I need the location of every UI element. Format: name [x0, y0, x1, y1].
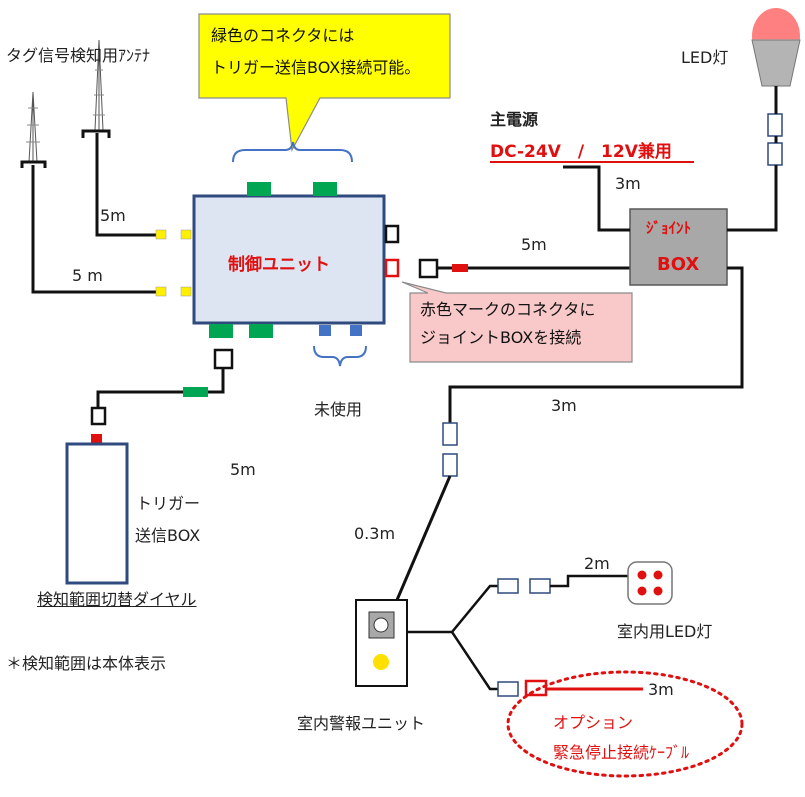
- trigger-box-line2: 送信BOX: [135, 526, 201, 545]
- green-connector: [247, 182, 271, 196]
- length-indoor-led: 2m: [584, 554, 610, 573]
- red-marker: [452, 264, 468, 272]
- joint-box: [629, 208, 728, 286]
- side-connector: [384, 224, 400, 244]
- length-trigger: 5m: [230, 460, 256, 479]
- trigger-plug-bottom: [90, 406, 107, 426]
- connector-white: [497, 681, 519, 697]
- callout-green-connector: [198, 13, 451, 152]
- callout-red-line2: ジョイントBOXを接続: [420, 328, 582, 347]
- cable-indoor-led: [550, 574, 628, 588]
- length-power: 3m: [615, 174, 641, 193]
- callout-red-line1: 赤色マークのコネクタに: [420, 300, 596, 319]
- length-antenna2: 5 m: [72, 266, 103, 285]
- yellow-connector: [155, 286, 167, 297]
- antenna-right: [81, 39, 111, 138]
- bracket-unused: [313, 345, 367, 367]
- trigger-box-line1: トリガー: [136, 494, 201, 513]
- yellow-connector: [155, 229, 167, 240]
- joint-box-line1: ｼﾞｮｲﾝﾄ: [646, 219, 692, 237]
- yellow-connector: [180, 229, 192, 240]
- option-line1: オプション: [553, 713, 634, 732]
- trigger-plug: [213, 348, 234, 370]
- option-line2: 緊急停止接続ｹｰﾌﾞﾙ: [553, 743, 690, 762]
- bracket-top: [232, 141, 353, 163]
- dial-label: 検知範囲切替ダイヤル: [37, 590, 197, 609]
- yellow-connector: [180, 286, 192, 297]
- cable-antenna-right: [95, 133, 158, 237]
- connector-white: [767, 142, 783, 166]
- cable-power: [563, 165, 630, 232]
- connector-white: [497, 578, 519, 594]
- cable-joint-alarm: [448, 266, 744, 423]
- option-connector: [524, 679, 548, 697]
- length-joint-control: 5m: [521, 235, 547, 254]
- led-light-icon: [751, 8, 801, 87]
- antenna-label: タグ信号検知用ｱﾝﾃﾅ: [6, 46, 151, 65]
- cable-alarm-split: [407, 584, 498, 691]
- option-outline: [506, 670, 744, 778]
- antenna-left: [20, 91, 47, 168]
- length-antenna1: 5m: [100, 206, 126, 225]
- length-option: 3m: [648, 680, 674, 699]
- control-unit-label: 制御ユニット: [228, 255, 330, 275]
- indoor-led-label: 室内用LED灯: [617, 622, 713, 641]
- cable-led: [727, 86, 778, 232]
- length-alarm-drop: 0.3m: [354, 524, 396, 543]
- indoor-led-icon: [627, 561, 673, 605]
- blue-connector: [319, 325, 331, 336]
- connector-white: [767, 113, 783, 137]
- power-spec: DC-24V / 12V兼用: [490, 142, 672, 162]
- power-title: 主電源: [490, 110, 539, 129]
- callout-top-line1: 緑色のコネクタには: [211, 26, 355, 45]
- length-joint-alarm: 3m: [551, 396, 577, 415]
- alarm-unit-label: 室内警報ユニット: [297, 714, 426, 733]
- alarm-lamp: [373, 654, 389, 670]
- cable-alarm-drop: [395, 475, 452, 601]
- led-light-label: LED灯: [681, 48, 729, 67]
- red-marker: [91, 434, 102, 443]
- range-note: ＊検知範囲は本体表示: [6, 654, 167, 673]
- cable-trigger: [96, 368, 225, 408]
- connector-white: [529, 578, 551, 594]
- green-connector: [313, 182, 337, 196]
- unused-label: 未使用: [314, 400, 363, 419]
- joint-box-line2: BOX: [657, 254, 700, 275]
- green-connector: [183, 387, 208, 397]
- red-connector: [384, 258, 400, 278]
- green-connector: [209, 324, 233, 338]
- trigger-box: [65, 442, 129, 585]
- connector-white: [442, 422, 458, 446]
- callout-top-line2: トリガー送信BOX接続可能。: [211, 58, 421, 77]
- joint-plug: [418, 258, 439, 279]
- control-unit-box: [192, 194, 386, 325]
- cable-antenna-left: [31, 165, 158, 294]
- callout-red-connector: [401, 281, 633, 363]
- blue-connector: [350, 325, 362, 336]
- connector-white: [442, 453, 458, 477]
- green-connector: [249, 324, 273, 338]
